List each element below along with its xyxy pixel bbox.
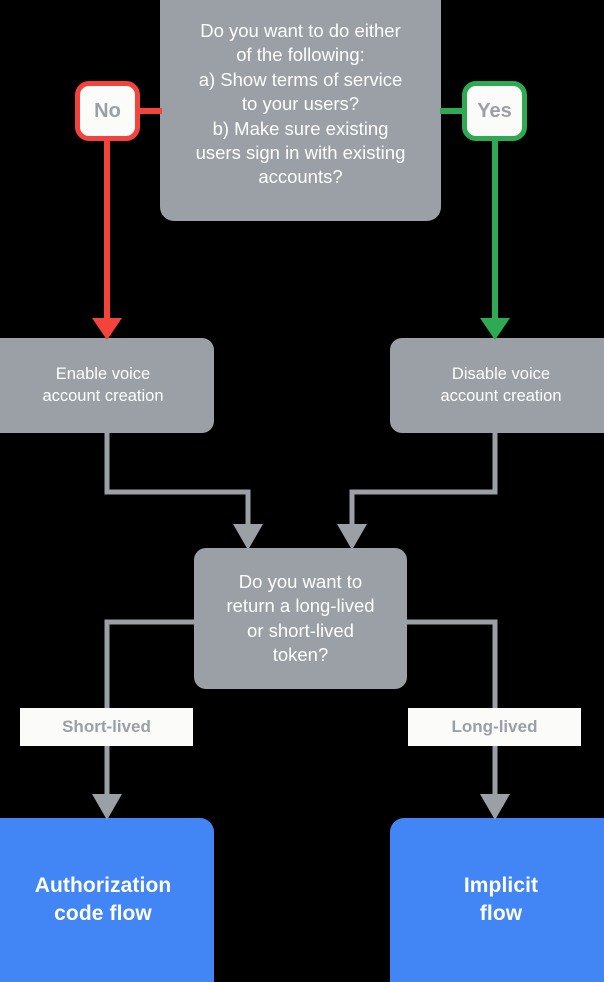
node-disable-voice-account-creation: Disable voice account creation [390, 338, 604, 433]
edge-auth-arrowhead [92, 794, 122, 820]
node-authorization-code-flow: Authorization code flow [0, 818, 214, 982]
edge-enable-arrowhead [233, 524, 263, 550]
edge-disable-arrowhead [337, 524, 367, 550]
node-implicit-flow: Implicit flow [390, 818, 604, 982]
edge-yes-arrowhead [480, 318, 510, 340]
edge-no-arrowhead [92, 318, 122, 340]
edge-implicit-arrowhead [480, 794, 510, 820]
node-token-lifetime-decision: Do you want to return a long-lived or sh… [194, 548, 407, 689]
edge-label-long-lived: Long-lived [408, 708, 581, 746]
badge-no: No [75, 81, 140, 141]
edge-enable-to-q2 [104, 430, 251, 528]
edge-disable-to-q2 [349, 430, 498, 528]
node-enable-voice-account-creation: Enable voice account creation [0, 338, 214, 433]
edge-label-short-lived: Short-lived [20, 708, 193, 746]
node-top-decision: Do you want to do either of the followin… [160, 0, 441, 221]
badge-yes: Yes [462, 81, 527, 141]
